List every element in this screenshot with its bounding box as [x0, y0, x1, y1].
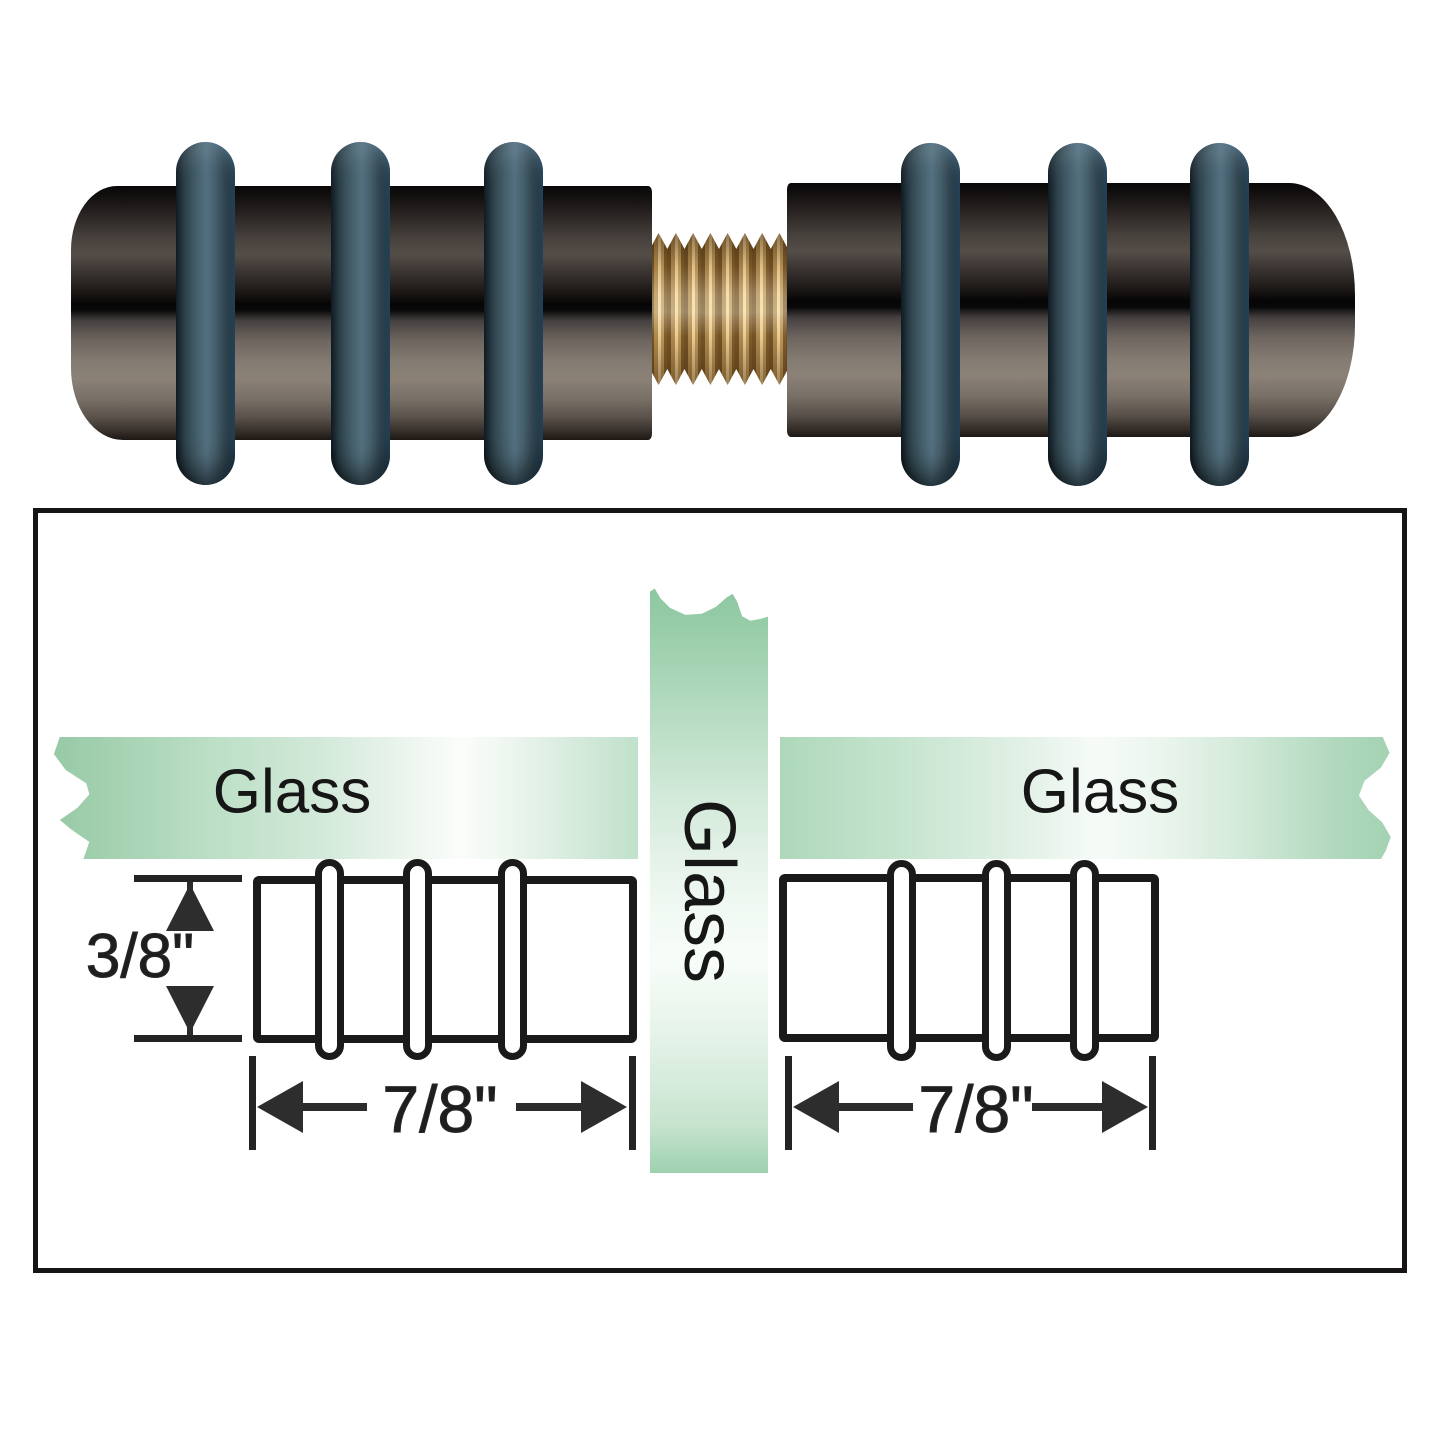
dimension-tick — [249, 1056, 256, 1150]
dimension-tick — [629, 1056, 636, 1150]
glass-label-center: Glass — [669, 798, 749, 984]
glass-label-right: Glass — [1020, 757, 1180, 827]
dimension-tick — [134, 1035, 242, 1042]
dimension-height-label: 3/8" — [85, 922, 195, 991]
o-ring — [901, 143, 960, 486]
o-ring-outline — [982, 860, 1011, 1061]
arrow-up-icon — [166, 884, 214, 931]
dimension-tick — [785, 1056, 792, 1150]
glass-panel-right — [780, 737, 1391, 859]
dimension-tick — [134, 875, 242, 882]
o-ring — [1190, 143, 1249, 486]
dimension-width-right-label: 7/8" — [918, 1072, 1034, 1146]
glass-panel-left — [53, 737, 638, 859]
o-ring — [331, 142, 390, 485]
o-ring-outline — [498, 859, 527, 1060]
dimension-line — [516, 1103, 581, 1111]
o-ring-outline — [403, 859, 432, 1060]
arrow-left-icon — [793, 1081, 839, 1133]
brass-threaded-stud — [650, 233, 788, 385]
glass-label-left: Glass — [212, 757, 372, 827]
o-ring-outline — [1070, 860, 1099, 1061]
arrow-right-icon — [581, 1081, 627, 1133]
dimension-line — [1032, 1103, 1102, 1111]
dimension-line — [303, 1103, 367, 1111]
dimension-line — [839, 1103, 913, 1111]
knob-outline-right — [779, 874, 1159, 1042]
dimension-width-left-label: 7/8" — [382, 1072, 498, 1146]
o-ring — [176, 142, 235, 485]
dimension-tick — [1149, 1056, 1156, 1150]
knob-outline-left — [253, 876, 637, 1043]
arrow-left-icon — [257, 1081, 303, 1133]
o-ring — [484, 142, 543, 485]
o-ring-outline — [315, 859, 344, 1060]
arrow-right-icon — [1102, 1081, 1148, 1133]
glass-panel-center — [650, 588, 768, 1173]
o-ring — [1048, 143, 1107, 486]
o-ring-outline — [887, 860, 916, 1061]
arrow-down-icon — [166, 986, 214, 1033]
